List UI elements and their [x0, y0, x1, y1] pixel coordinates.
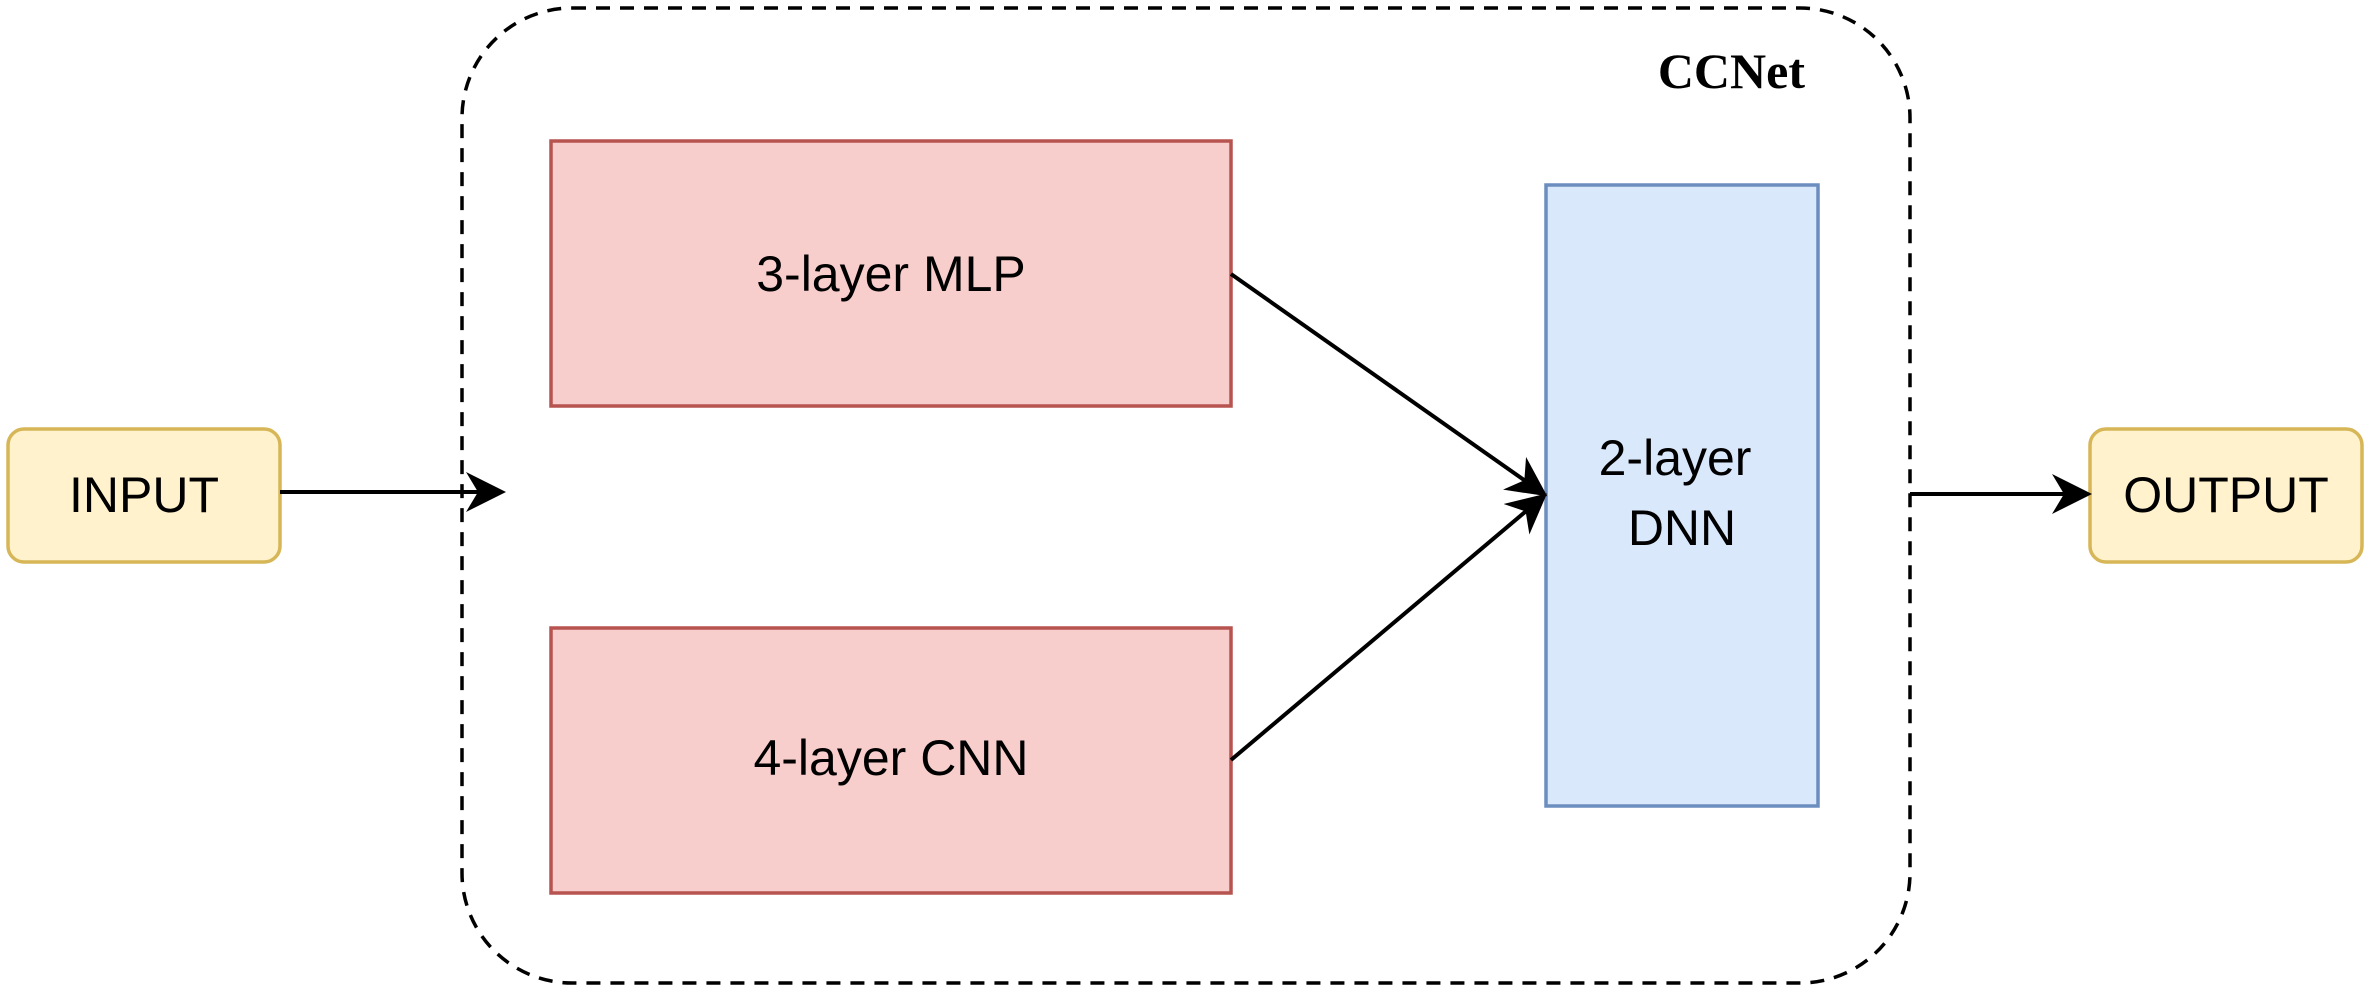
dnn-node: [1544, 183, 1820, 808]
mlp-node: [549, 139, 1233, 408]
cnn-label: 4-layer CNN: [753, 730, 1028, 786]
arrow-cnn-to-dnn: [1229, 493, 1548, 762]
input-label: INPUT: [69, 467, 219, 523]
cnn-node: [549, 626, 1233, 895]
dnn-label-line-1: 2-layer: [1599, 430, 1752, 486]
ccnet-group-title: CCNet: [1658, 43, 1806, 99]
dnn-label-line-2: DNN: [1628, 500, 1736, 556]
output-label: OUTPUT: [2123, 467, 2329, 523]
mlp-label: 3-layer MLP: [756, 246, 1026, 302]
dnn-label: 2-layer DNN: [1599, 430, 1766, 556]
input-node: [6, 427, 282, 564]
arrow-mlp-to-dnn: [1229, 272, 1548, 497]
